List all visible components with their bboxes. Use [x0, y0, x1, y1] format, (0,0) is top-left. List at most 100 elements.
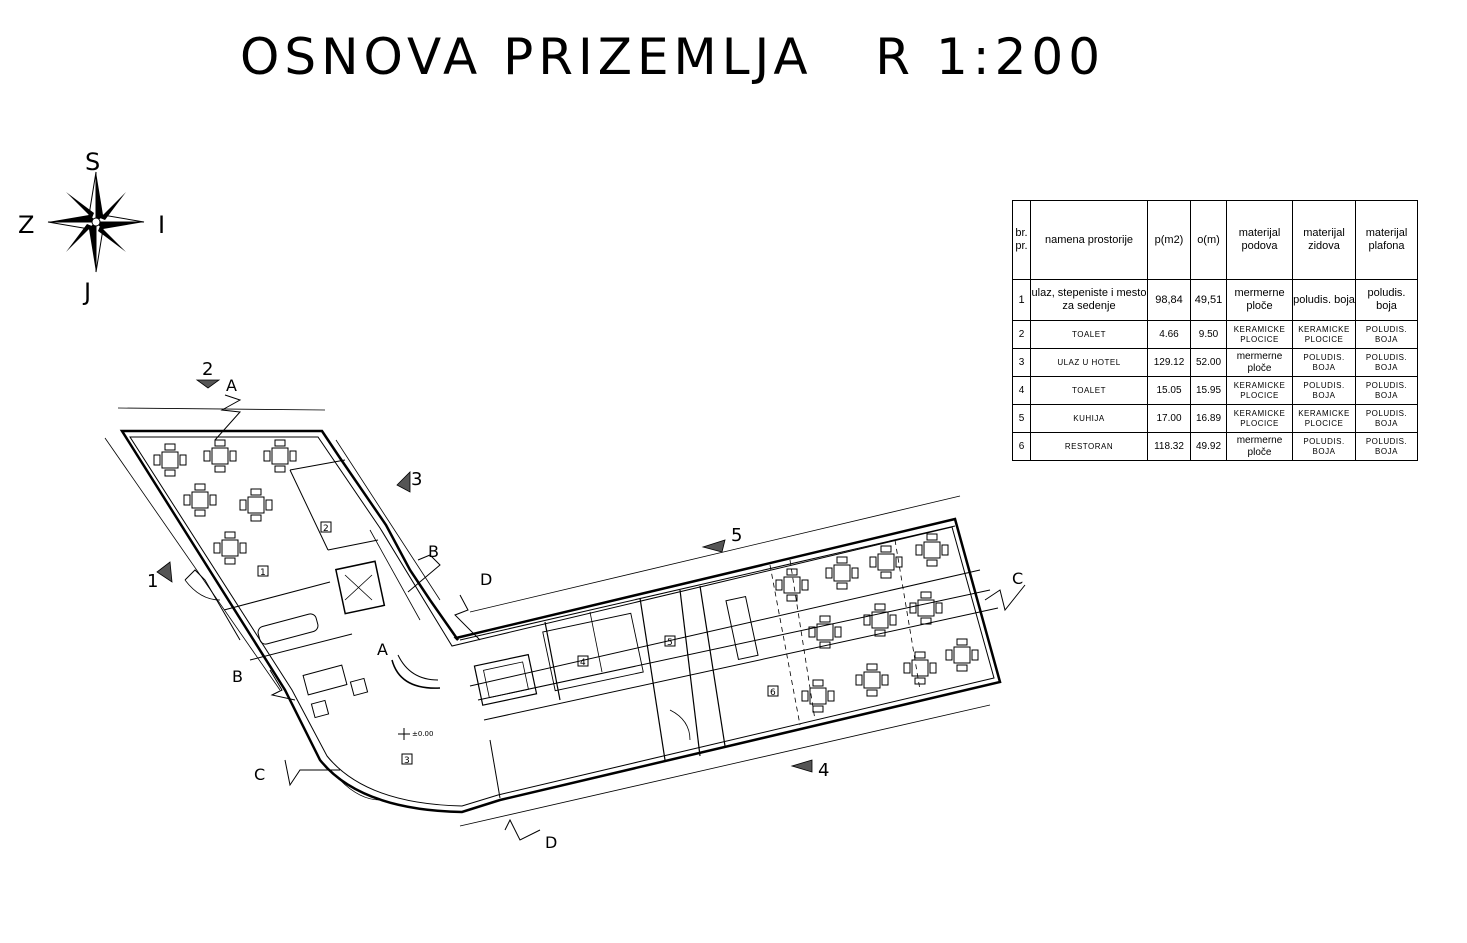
room-number-6: 6	[770, 688, 776, 698]
cell-wall-material: poludis. boja	[1292, 279, 1356, 321]
cell-wall-material: POLUDIS. BOJA	[1292, 348, 1356, 377]
section-arrows	[156, 379, 813, 773]
cell-ceiling-material: POLUDIS. BOJA	[1355, 348, 1418, 377]
header-area: p(m2)	[1147, 200, 1191, 280]
cell-perimeter: 52.00	[1190, 348, 1227, 377]
cell-number: 1	[1012, 279, 1031, 321]
room-number-2: 2	[323, 524, 329, 534]
cell-room-name: ulaz, stepeniste i mesto za sedenje	[1030, 279, 1148, 321]
room-number-1: 1	[260, 568, 266, 578]
compass-south-label: J	[82, 278, 91, 306]
table-set-icon	[801, 679, 835, 713]
table-set-icon	[263, 439, 297, 473]
section-mark-right-letter: B	[428, 542, 439, 561]
cell-area: 129.12	[1147, 348, 1191, 377]
cell-perimeter: 49.92	[1190, 432, 1227, 461]
table-set-icon	[825, 556, 859, 590]
table-set-icon	[909, 591, 943, 625]
table-header-row: br. pr. namena prostorije p(m2) o(m) mat…	[1012, 200, 1418, 280]
table-set-icon	[945, 638, 979, 672]
cell-perimeter: 15.95	[1190, 376, 1227, 405]
table-set-icon	[775, 568, 809, 602]
section-mark-left-letter: B	[232, 667, 243, 686]
furniture-tables	[153, 439, 979, 719]
room-schedule-table: br. pr. namena prostorije p(m2) o(m) mat…	[1012, 200, 1418, 461]
cell-ceiling-material: poludis. boja	[1355, 279, 1418, 321]
table-set-icon	[869, 545, 903, 579]
table-row: 5 KUHIJA 17.00 16.89 KERAMICKE PLOCICE K…	[1012, 404, 1418, 433]
cell-room-name: TOALET	[1030, 376, 1148, 405]
compass-rose-icon	[47, 171, 145, 273]
cell-wall-material: POLUDIS. BOJA	[1292, 376, 1356, 405]
cell-area: 4.66	[1147, 320, 1191, 349]
table-set-icon	[915, 533, 949, 567]
cell-ceiling-material: POLUDIS. BOJA	[1355, 376, 1418, 405]
cell-floor-material: KERAMICKE PLOCICE	[1226, 320, 1293, 349]
compass-east-label: I	[158, 211, 165, 239]
page-title: OSNOVA PRIZEMLJA R 1:200	[240, 28, 1106, 86]
cell-room-name: ULAZ U HOTEL	[1030, 348, 1148, 377]
cell-ceiling-material: POLUDIS. BOJA	[1355, 320, 1418, 349]
section-mark-mid-letter: A	[377, 640, 388, 659]
cell-floor-material: KERAMICKE PLOCICE	[1226, 404, 1293, 433]
table-row: 6 RESTORAN 118.32 49.92 mermerne ploče P…	[1012, 432, 1418, 461]
header-room-name: namena prostorije	[1030, 200, 1148, 280]
table-set-icon	[213, 531, 247, 565]
cell-floor-material: mermerne ploče	[1226, 432, 1293, 461]
cell-area: 15.05	[1147, 376, 1191, 405]
cell-perimeter: 9.50	[1190, 320, 1227, 349]
elevation-mark: ±0.00	[412, 730, 433, 738]
building-walls	[119, 429, 1002, 814]
compass-north-label: S	[85, 148, 100, 176]
header-wall-material: materijal zidova	[1292, 200, 1356, 280]
cell-room-name: TOALET	[1030, 320, 1148, 349]
cell-floor-material: KERAMICKE PLOCICE	[1226, 376, 1293, 405]
table-set-icon	[863, 603, 897, 637]
section-mark-right-num: 3	[411, 469, 422, 490]
section-mark-d-bottom: D	[545, 833, 557, 852]
section-mark-top-letter: A	[226, 376, 237, 395]
header-number: br. pr.	[1012, 200, 1031, 280]
table-set-icon	[183, 483, 217, 517]
cell-number: 3	[1012, 348, 1031, 377]
section-mark-c-right: C	[1012, 569, 1023, 588]
cell-perimeter: 49,51	[1190, 279, 1227, 321]
section-mark-5: 5	[731, 525, 742, 546]
section-mark-4: 4	[818, 760, 829, 781]
cell-area: 118.32	[1147, 432, 1191, 461]
section-mark-left-num: 1	[147, 571, 158, 592]
cell-ceiling-material: POLUDIS. BOJA	[1355, 404, 1418, 433]
section-cut-lines	[184, 394, 1026, 841]
table-row: 4 TOALET 15.05 15.95 KERAMICKE PLOCICE P…	[1012, 376, 1418, 405]
table-row: 3 ULAZ U HOTEL 129.12 52.00 mermerne plo…	[1012, 348, 1418, 377]
section-mark-c-left: C	[254, 765, 265, 784]
table-row: 2 TOALET 4.66 9.50 KERAMICKE PLOCICE KER…	[1012, 320, 1418, 349]
section-mark-top-num: 2	[202, 359, 213, 380]
header-floor-material: materijal podova	[1226, 200, 1293, 280]
cell-room-name: RESTORAN	[1030, 432, 1148, 461]
cell-number: 4	[1012, 376, 1031, 405]
table-set-icon	[808, 615, 842, 649]
cell-wall-material: POLUDIS. BOJA	[1292, 432, 1356, 461]
cell-wall-material: KERAMICKE PLOCICE	[1292, 320, 1356, 349]
cell-perimeter: 16.89	[1190, 404, 1227, 433]
room-number-5: 5	[667, 638, 673, 648]
room-number-4: 4	[580, 658, 586, 668]
dimension-lines	[104, 407, 991, 827]
cell-number: 2	[1012, 320, 1031, 349]
table-set-icon	[903, 651, 937, 685]
cell-area: 98,84	[1147, 279, 1191, 321]
room-number-3: 3	[404, 756, 410, 766]
cell-room-name: KUHIJA	[1030, 404, 1148, 433]
section-mark-d-top: D	[480, 570, 492, 589]
table-set-icon	[153, 443, 187, 477]
table-set-icon	[855, 663, 889, 697]
table-row: 1 ulaz, stepeniste i mesto za sedenje 98…	[1012, 279, 1418, 321]
room-number-markers	[257, 521, 779, 765]
cell-number: 6	[1012, 432, 1031, 461]
cell-ceiling-material: POLUDIS. BOJA	[1355, 432, 1418, 461]
cell-number: 5	[1012, 404, 1031, 433]
table-set-icon	[239, 488, 273, 522]
table-set-icon	[203, 439, 237, 473]
